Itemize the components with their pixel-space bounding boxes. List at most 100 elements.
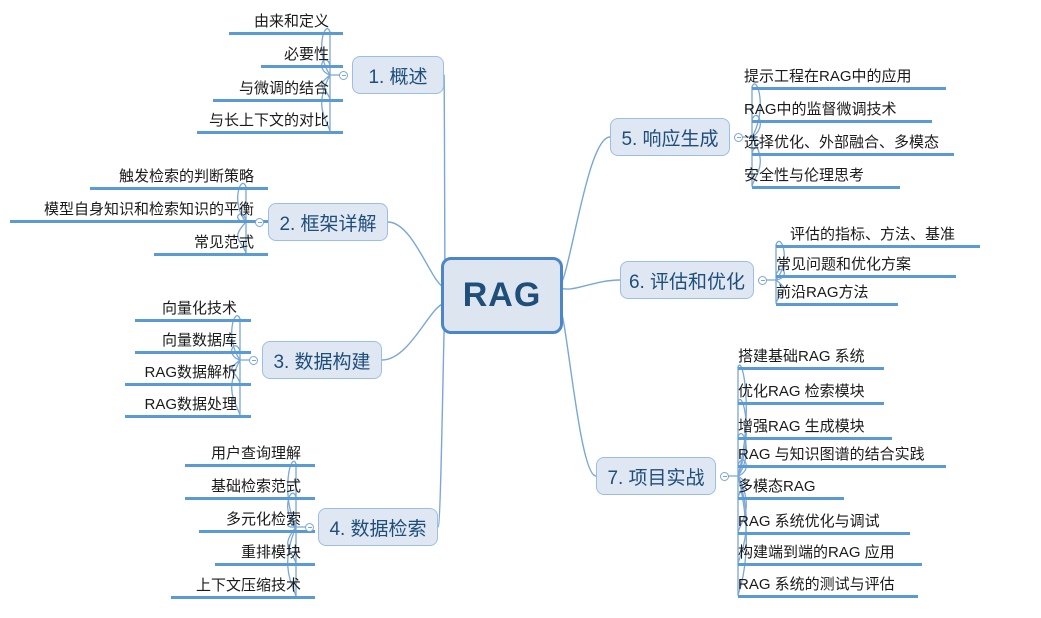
leaf-node[interactable]: 向量数据库: [141, 331, 241, 354]
leaf-node[interactable]: 用户查询理解: [191, 444, 305, 467]
leaf-label: RAG中的监督微调技术: [744, 101, 897, 118]
leaf-label: 必要性: [283, 46, 329, 63]
leaf-underline: [125, 415, 251, 418]
root-node[interactable]: RAG: [441, 257, 563, 334]
leaf-node[interactable]: 多元化检索: [205, 510, 305, 533]
leaf-underline: [171, 596, 315, 599]
leaf-node[interactable]: 选择优化、外部融合、多模态: [740, 133, 946, 156]
branch-node-b7[interactable]: 7. 项目实战: [596, 457, 716, 495]
collapse-minus-icon[interactable]: [720, 471, 729, 481]
leaf-underline: [135, 351, 251, 354]
leaf-node[interactable]: RAG 系统的测试与评估: [734, 575, 910, 598]
leaf-underline: [738, 402, 884, 405]
leaf-node[interactable]: 向量化技术: [141, 299, 241, 322]
leaf-label: 向量化技术: [161, 300, 237, 317]
leaf-underline: [752, 87, 946, 90]
leaf-node[interactable]: 前沿RAG方法: [772, 283, 890, 306]
collapse-minus-icon[interactable]: [255, 217, 264, 227]
collapse-minus-icon[interactable]: [339, 70, 348, 80]
branch-label: 6. 评估和优化: [628, 271, 746, 293]
branch-node-b2[interactable]: 2. 框架详解: [268, 203, 388, 241]
leaf-label: RAG 系统的测试与评估: [738, 576, 895, 593]
leaf-underline: [229, 32, 343, 35]
leaf-underline: [776, 303, 898, 306]
leaf-node[interactable]: 基础检索范式: [191, 477, 305, 500]
leaf-label: RAG数据解析: [144, 364, 237, 381]
leaf-node[interactable]: RAG数据解析: [131, 363, 241, 386]
leaf-label: 前沿RAG方法: [776, 284, 869, 301]
leaf-node[interactable]: RAG 与知识图谱的结合实践: [734, 445, 938, 468]
branch-label: 4. 数据检索: [329, 518, 427, 540]
leaf-underline: [197, 131, 343, 134]
leaf-node[interactable]: 评估的指标、方法、基准: [786, 225, 972, 248]
leaf-node[interactable]: 优化RAG 检索模块: [734, 382, 876, 405]
leaf-node[interactable]: 多模态RAG: [734, 477, 836, 500]
leaf-label: 多模态RAG: [738, 478, 816, 495]
leaf-underline: [738, 497, 844, 500]
collapse-minus-icon[interactable]: [734, 132, 743, 142]
leaf-label: RAG 与知识图谱的结合实践: [738, 446, 925, 463]
leaf-node[interactable]: 安全性与伦理思考: [740, 166, 892, 189]
leaf-label: 与长上下文的对比: [208, 112, 329, 129]
leaf-underline: [90, 187, 268, 190]
leaf-label: 增强RAG 生成模块: [738, 418, 865, 435]
leaf-label: 重排模块: [240, 544, 301, 561]
collapse-minus-icon[interactable]: [758, 275, 767, 285]
leaf-label: RAG数据处理: [144, 396, 237, 413]
branch-label: 5. 响应生成: [621, 128, 719, 150]
leaf-underline: [738, 367, 884, 370]
leaf-underline: [776, 275, 956, 278]
branch-node-b3[interactable]: 3. 数据构建: [262, 341, 382, 379]
leaf-underline: [738, 437, 892, 440]
leaf-node[interactable]: 重排模块: [221, 543, 305, 566]
leaf-underline: [213, 99, 343, 102]
branch-label: 3. 数据构建: [273, 351, 371, 373]
leaf-label: RAG 系统优化与调试: [738, 513, 880, 530]
leaf-underline: [776, 245, 980, 248]
leaf-underline: [752, 153, 954, 156]
leaf-node[interactable]: 提示工程在RAG中的应用: [740, 67, 938, 90]
leaf-label: 基础检索范式: [210, 478, 301, 495]
branch-node-b5[interactable]: 5. 响应生成: [610, 118, 730, 156]
leaf-underline: [135, 319, 251, 322]
leaf-label: 触发检索的判断策略: [118, 168, 254, 185]
branch-node-b4[interactable]: 4. 数据检索: [318, 508, 438, 546]
leaf-node[interactable]: 由来和定义: [235, 12, 333, 35]
leaf-label: 常见范式: [193, 234, 254, 251]
leaf-underline: [738, 532, 910, 535]
branch-node-b1[interactable]: 1. 概述: [352, 56, 444, 94]
leaf-label: 向量数据库: [161, 332, 237, 349]
leaf-underline: [738, 563, 922, 566]
leaf-underline: [215, 563, 315, 566]
leaf-node[interactable]: 搭建基础RAG 系统: [734, 347, 876, 370]
leaf-label: 安全性与伦理思考: [744, 167, 865, 184]
leaf-node[interactable]: 增强RAG 生成模块: [734, 417, 884, 440]
leaf-label: 由来和定义: [253, 13, 329, 30]
branch-node-b6[interactable]: 6. 评估和优化: [620, 261, 754, 299]
collapse-minus-icon[interactable]: [249, 355, 258, 365]
leaf-node[interactable]: RAG 系统优化与调试: [734, 512, 902, 535]
leaf-underline: [154, 253, 268, 256]
leaf-node[interactable]: 与长上下文的对比: [203, 111, 333, 134]
leaf-node[interactable]: 与微调的结合: [219, 79, 333, 102]
leaf-underline: [199, 530, 315, 533]
leaf-underline: [185, 497, 315, 500]
branch-label: 2. 框架详解: [279, 213, 377, 235]
leaf-node[interactable]: 常见问题和优化方案: [772, 255, 948, 278]
leaf-node[interactable]: 构建端到端的RAG 应用: [734, 543, 914, 566]
branch-label: 1. 概述: [368, 66, 428, 88]
leaf-underline: [752, 186, 900, 189]
leaf-node[interactable]: 触发检索的判断策略: [96, 167, 258, 190]
leaf-node[interactable]: 上下文压缩技术: [177, 576, 305, 599]
leaf-label: 选择优化、外部融合、多模态: [744, 134, 940, 151]
root-label: RAG: [462, 276, 542, 314]
leaf-node[interactable]: RAG中的监督微调技术: [740, 100, 924, 123]
leaf-node[interactable]: RAG数据处理: [131, 395, 241, 418]
leaf-node[interactable]: 常见范式: [160, 233, 258, 256]
collapse-minus-icon[interactable]: [305, 522, 314, 532]
leaf-node[interactable]: 必要性: [267, 45, 333, 68]
leaf-underline: [185, 464, 315, 467]
leaf-underline: [752, 120, 932, 123]
leaf-node[interactable]: 模型自身知识和检索知识的平衡: [16, 200, 258, 223]
